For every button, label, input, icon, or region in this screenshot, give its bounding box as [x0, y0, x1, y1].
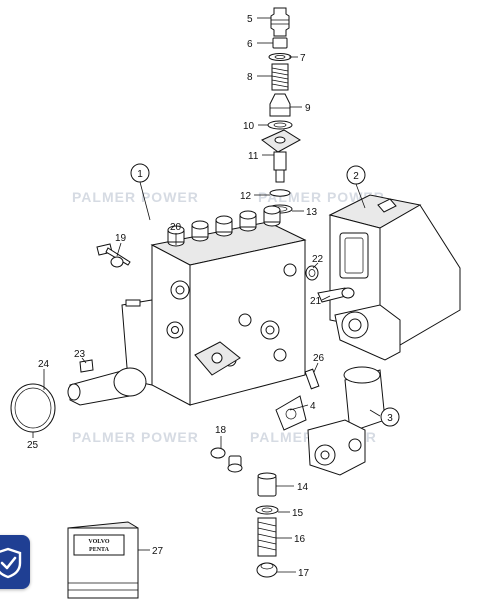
callout-26: 26 — [313, 353, 325, 364]
washer-22 — [305, 265, 319, 281]
callout-25: 25 — [27, 440, 39, 451]
callout-3: 3 — [387, 413, 393, 424]
callout-labels: 5 6 7 8 9 10 11 12 13 14 15 16 17 27 20 … — [27, 14, 325, 579]
gasket-4 — [275, 395, 307, 431]
callout-7: 7 — [300, 53, 306, 64]
feed-pump — [307, 366, 386, 476]
pin-26 — [304, 368, 320, 390]
instruction-book: VOLVO PENTA — [67, 521, 139, 599]
callout-19: 19 — [115, 233, 127, 244]
watermark-3: PALMER POWER — [72, 429, 199, 445]
governor-housing — [328, 194, 461, 361]
circled-callouts: 1 2 3 — [130, 163, 400, 427]
callout-18: 18 — [215, 425, 227, 436]
callout-24: 24 — [38, 359, 50, 370]
callout-12: 12 — [240, 191, 252, 202]
callout-13: 13 — [306, 207, 318, 218]
volvo-logo-text: VOLVO — [88, 539, 110, 545]
lower-valve-stack — [255, 472, 279, 578]
callout-21: 21 — [310, 296, 322, 307]
callout-14: 14 — [297, 482, 309, 493]
callout-4: 4 — [310, 401, 316, 412]
callout-9: 9 — [305, 103, 311, 114]
callout-leaders — [32, 17, 381, 573]
callout-6: 6 — [247, 39, 253, 50]
callout-17: 17 — [298, 568, 310, 579]
callout-2: 2 — [353, 171, 359, 182]
bolt-19 — [96, 243, 131, 268]
delivery-valve-stack — [261, 7, 301, 214]
callout-20: 20 — [170, 222, 182, 233]
callout-15: 15 — [292, 508, 304, 519]
fitting-21 — [317, 287, 355, 303]
callout-16: 16 — [294, 534, 306, 545]
drive-shaft-assembly — [10, 359, 147, 433]
callout-27: 27 — [152, 546, 164, 557]
callout-10: 10 — [243, 121, 255, 132]
pump-housing — [121, 205, 307, 406]
shield-check-badge[interactable] — [0, 535, 30, 589]
shield-check-icon — [0, 547, 22, 579]
callout-1: 1 — [137, 169, 143, 180]
penta-logo-text: PENTA — [89, 547, 110, 553]
plug-18 — [210, 447, 243, 473]
callout-11: 11 — [248, 151, 259, 162]
pump-barrels — [167, 205, 281, 247]
callout-8: 8 — [247, 72, 253, 83]
callout-22: 22 — [312, 254, 324, 265]
callout-5: 5 — [247, 14, 253, 25]
callout-23: 23 — [74, 349, 86, 360]
watermark-1: PALMER POWER — [72, 189, 199, 205]
